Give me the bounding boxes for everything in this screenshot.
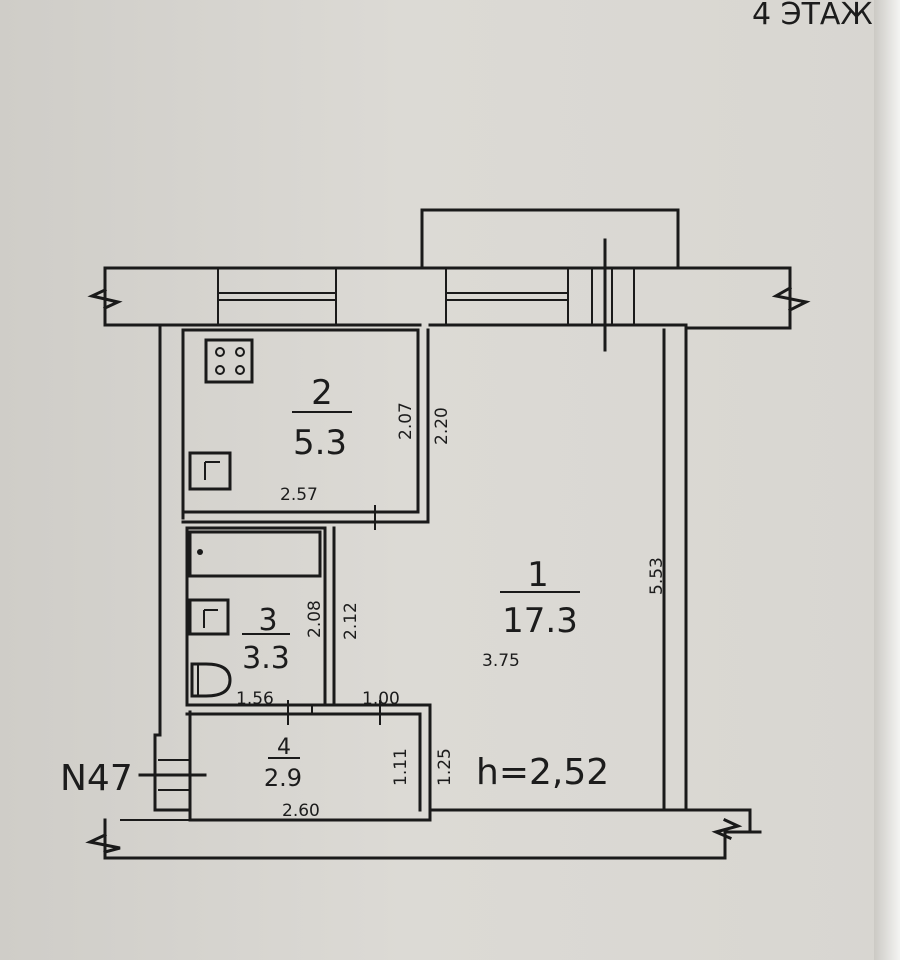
dim-room1-length: 5.53 — [647, 557, 667, 595]
ceiling-height-label: h=2,52 — [476, 752, 609, 793]
room-2-number: 2 — [311, 373, 333, 413]
room-1-area: 17.3 — [502, 601, 578, 641]
dim-room2-outer: 2.20 — [432, 407, 452, 445]
dim-room2-width: 2.57 — [280, 485, 318, 505]
dim-room3-inner: 2.08 — [305, 600, 325, 638]
room-3-number: 3 — [258, 603, 277, 638]
floor-label: 4 ЭТАЖ — [752, 0, 873, 32]
dim-room1-width: 3.75 — [482, 651, 520, 671]
page-edge — [874, 0, 900, 960]
room-4-area: 2.9 — [264, 764, 302, 792]
room-2-area: 5.3 — [293, 423, 347, 463]
toilet-icon — [190, 662, 232, 698]
dim-room4-inner: 1.11 — [391, 748, 411, 786]
dim-room3-width: 1.56 — [236, 689, 274, 709]
washbasin-icon — [188, 598, 230, 636]
outer-walls — [85, 208, 811, 860]
dim-room4-width: 2.60 — [282, 801, 320, 821]
dim-room3-outer: 2.12 — [341, 602, 361, 640]
room-4-number: 4 — [277, 735, 291, 760]
dim-door-width: 1.00 — [362, 689, 400, 709]
dim-room4-outer: 1.25 — [435, 748, 455, 786]
bathtub-icon — [188, 530, 322, 578]
stove-icon — [204, 338, 254, 384]
room-1-number: 1 — [527, 555, 549, 595]
dim-room2-inner: 2.07 — [396, 402, 416, 440]
entrance-label: N47 — [60, 758, 133, 799]
kitchen-sink-icon — [188, 451, 232, 491]
interior-partitions — [181, 328, 432, 822]
room-3-area: 3.3 — [242, 641, 290, 676]
